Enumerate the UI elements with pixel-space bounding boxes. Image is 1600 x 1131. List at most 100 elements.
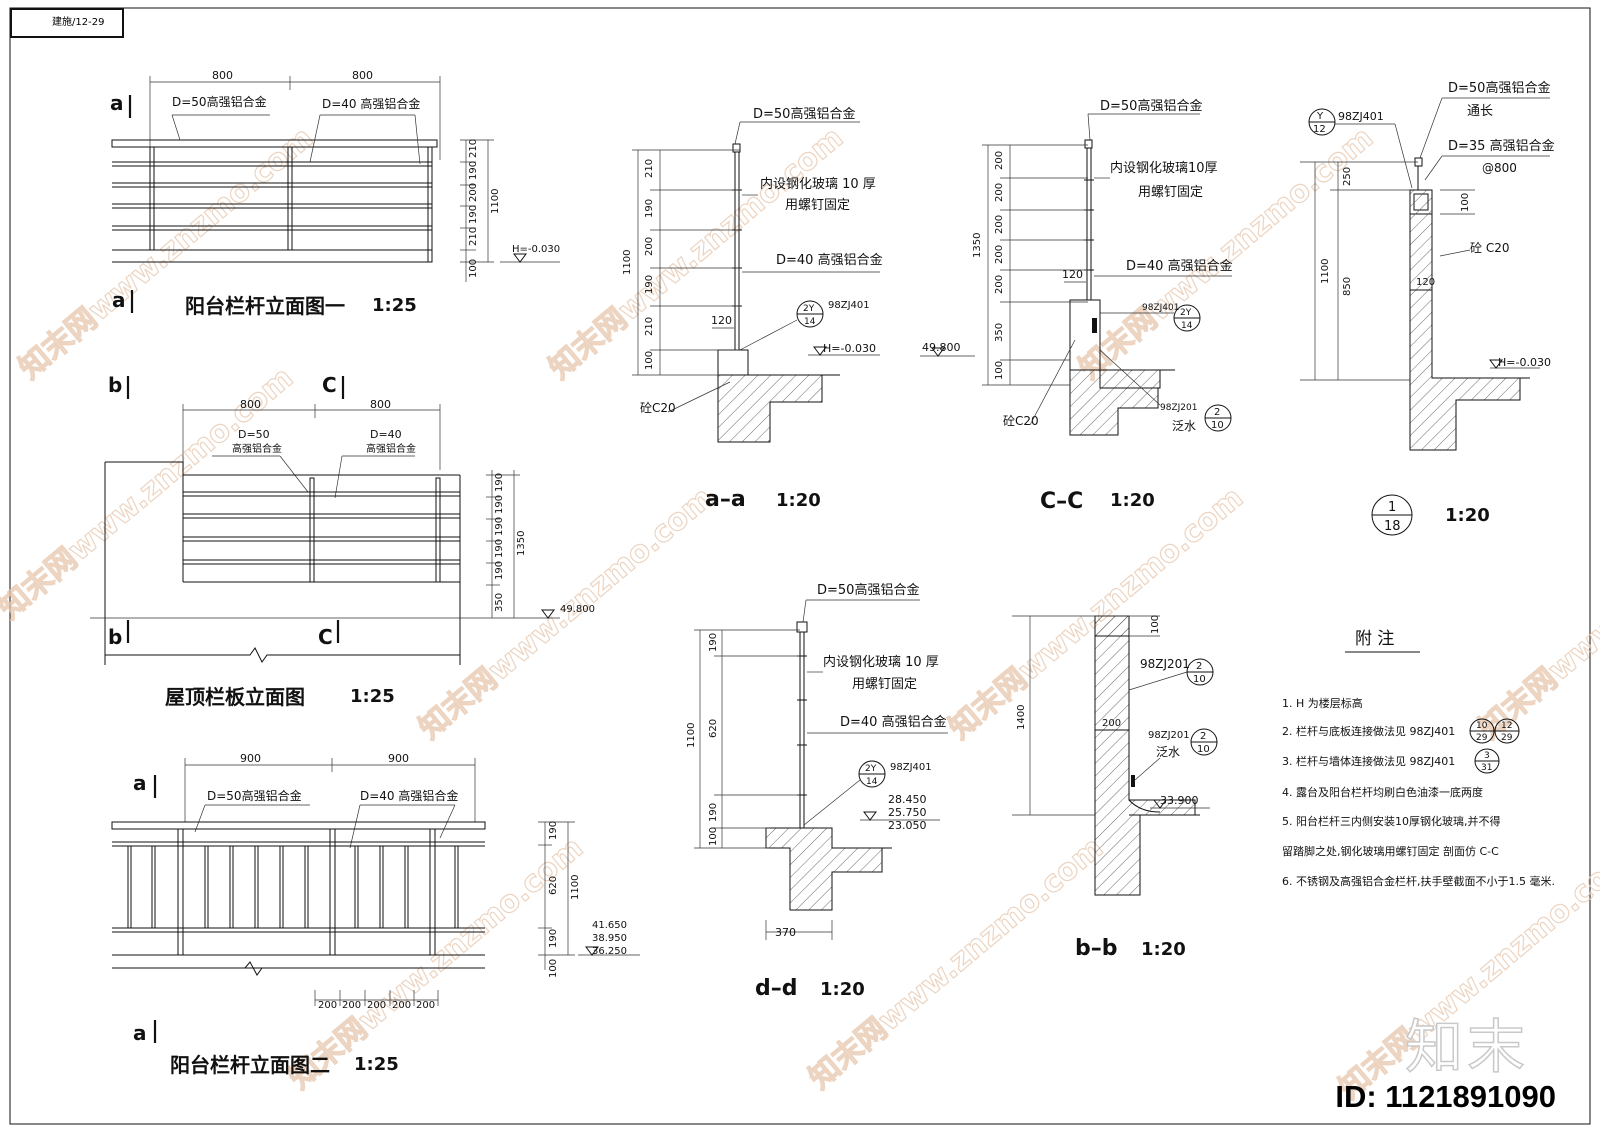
label-concrete: 砼 C20	[1470, 241, 1509, 255]
dim: 900	[240, 752, 261, 765]
dim: 200	[1102, 718, 1121, 729]
dim: 200	[468, 183, 479, 202]
view-title: C–C	[1040, 489, 1083, 514]
ref-top: 12	[1501, 721, 1512, 731]
dim: 190	[494, 517, 505, 536]
dim: 200	[994, 275, 1005, 294]
label-d50: D=50高强铝合金	[817, 582, 919, 598]
ref-bottom: 10	[1211, 420, 1224, 431]
dim: 100	[708, 827, 719, 846]
note-item: 2. 栏杆与底板连接做法见 98ZJ401	[1282, 724, 1455, 738]
label-alloy: 高强铝合金	[232, 442, 282, 455]
label-d50: D=50高强铝合金	[753, 106, 855, 122]
label-d50: D=50高强铝合金	[172, 94, 267, 109]
cut-mark-a: a	[112, 288, 126, 312]
dim: 200	[644, 237, 655, 256]
label-d35-spacing: @800	[1482, 161, 1517, 175]
dim: 190	[494, 561, 505, 580]
dim: 200	[994, 215, 1005, 234]
concrete-slab	[765, 827, 883, 911]
label-d50: D=50高强铝合金	[207, 788, 302, 803]
dim: 800	[212, 69, 233, 82]
level-mark: 25.750	[888, 806, 927, 819]
cut-mark-c: C	[322, 373, 337, 397]
note-item: 留踏脚之处,钢化玻璃用螺钉固定 剖面仿 C-C	[1282, 844, 1499, 858]
dim: 190	[494, 495, 505, 514]
image-id-label: ID: 1121891090	[1335, 1079, 1556, 1114]
dim-total: 1100	[490, 189, 501, 214]
view-scale: 1:25	[350, 686, 395, 707]
dim-total: 1100	[570, 875, 581, 900]
ref-top: 10	[1476, 721, 1488, 731]
level-mark: H=-0.030	[823, 342, 876, 355]
view-scale: 1:20	[820, 979, 865, 1000]
ref-code: 98ZJ401	[828, 300, 870, 311]
label-d35: D=35 高强铝合金	[1448, 138, 1555, 154]
dim: 100	[548, 959, 559, 978]
dim: 620	[708, 719, 719, 738]
handrail	[111, 139, 438, 148]
dim: 190	[644, 275, 655, 294]
label-d50: D=50高强铝合金	[1100, 98, 1202, 114]
label-d50: D=50高强铝合金	[1448, 80, 1550, 96]
elevation-2: a 900 900 D=50高强铝合金 D=40 高强铝合金 190 620 1…	[111, 752, 640, 1077]
dim: 190	[708, 633, 719, 652]
dim: 200	[994, 151, 1005, 170]
dim: 200	[994, 183, 1005, 202]
ref-code: 98ZJ201	[1140, 657, 1190, 671]
dim: 200	[416, 1000, 435, 1011]
level-mark: 49.800	[922, 341, 961, 354]
dim: 190	[494, 539, 505, 558]
label-glass: 内设钢化玻璃 10 厚	[760, 176, 876, 192]
dim-total: 1100	[1320, 259, 1331, 284]
view-title: b–b	[1075, 936, 1118, 961]
sheet-border	[9, 7, 1591, 1125]
dim: 190	[548, 821, 559, 840]
dim: 250	[1342, 167, 1353, 186]
ref-code: 98ZJ201	[1148, 730, 1190, 741]
watermark-layer: 知末网www.znzmo.com 知末网www.znzmo.com 知末网www…	[0, 120, 1600, 1107]
ref-top: 2	[1200, 731, 1206, 742]
cut-mark-b: b	[108, 625, 122, 649]
level-mark: 41.650	[592, 920, 627, 931]
label-d40: D=40 高强铝合金	[776, 252, 883, 268]
notes-heading: 附 注	[1355, 629, 1394, 649]
dim-total: 1100	[686, 723, 697, 748]
label-glass: 用螺钉固定	[852, 677, 917, 692]
dim: 100	[1150, 615, 1161, 634]
ref-bottom: 29	[1501, 733, 1513, 743]
view-scale: 1:20	[1110, 490, 1155, 511]
dim: 200	[367, 1000, 386, 1011]
dim-total: 1350	[516, 531, 527, 556]
dim: 900	[388, 752, 409, 765]
dim-total: 1350	[972, 233, 983, 258]
dim: 100	[1460, 193, 1471, 212]
dim: 190	[494, 473, 505, 492]
elevation-1: 800 800 a a D=50高强铝合金 D=40 高强铝合金 210 190…	[110, 69, 560, 318]
view-scale: 1:20	[776, 490, 821, 511]
note-item: 6. 不锈钢及高强铝合金栏杆,扶手壁截面不小于1.5 毫米.	[1282, 874, 1555, 888]
ref-bottom: 31	[1481, 763, 1492, 773]
dim-total: 1400	[1016, 705, 1027, 730]
cut-mark-a: a	[110, 91, 124, 115]
dim-total: 1100	[622, 250, 633, 275]
level-mark: 28.450	[888, 793, 927, 806]
ref-top: 2Y	[1180, 308, 1192, 318]
concrete-slab	[717, 374, 823, 443]
ref-bottom: 14	[866, 777, 878, 787]
level-mark: 38.950	[592, 933, 627, 944]
ref-top: 2Y	[865, 764, 877, 774]
dim: 210	[468, 227, 479, 246]
dim: 200	[994, 245, 1005, 264]
label-glass: 用螺钉固定	[1138, 185, 1203, 200]
level-mark: 23.050	[888, 819, 927, 832]
detail-1-18: D=50高强铝合金 通长 D=35 高强铝合金 @800 Y 12 98ZJ40…	[1300, 80, 1555, 536]
dim: 100	[468, 259, 479, 278]
label-glass: 内设钢化玻璃10厚	[1110, 160, 1218, 176]
view-title: 阳台栏杆立面图一	[185, 294, 345, 318]
dim: 800	[240, 398, 261, 411]
dim: 350	[994, 323, 1005, 342]
level-mark: H=-0.030	[512, 244, 560, 255]
dim: 210	[468, 139, 479, 158]
watermark: 知末网www.znzmo.com	[1473, 480, 1600, 746]
